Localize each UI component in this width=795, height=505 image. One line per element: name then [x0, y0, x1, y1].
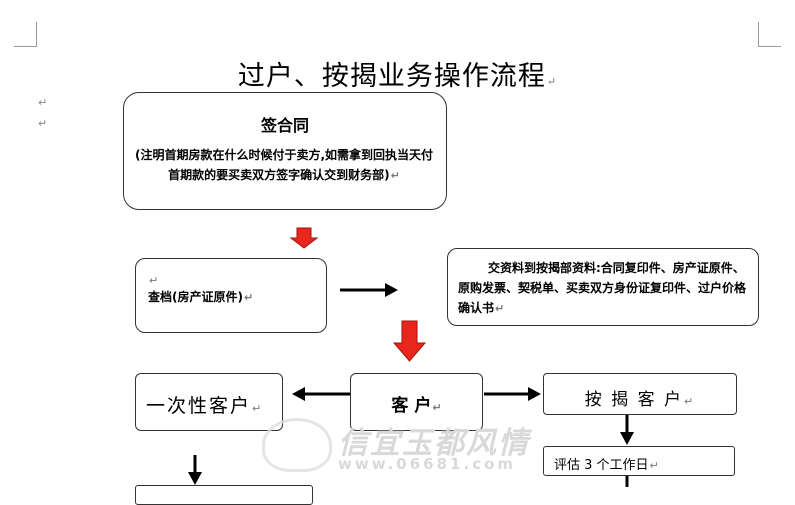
down-arrow — [188, 455, 202, 485]
red-down-arrow — [392, 320, 427, 362]
sign-contract-heading: 签合同 — [260, 116, 309, 135]
customer-box: 客 户↵ — [350, 373, 483, 431]
mortgage-customer-box: 按 揭 客 户↵ — [543, 373, 737, 415]
sign-contract-note: (注明首期房款在什么时候付于卖方,如需拿到回执当天付首期款的要买卖双方签字确认交… — [134, 148, 434, 182]
paragraph-mark: ↵ — [38, 96, 48, 109]
right-arrow — [484, 387, 541, 401]
watermark-logo-icon — [262, 418, 332, 472]
customer-label: 客 户↵ — [391, 396, 442, 416]
down-arrow — [620, 415, 634, 445]
watermark-text: 信宜玉都风情 — [338, 426, 530, 461]
page-title: 过户、按揭业务操作流程↵ — [237, 61, 558, 92]
flow-arrows — [188, 227, 634, 487]
appraisal-box: 评估 3 个工作日↵ — [543, 446, 735, 476]
submit-documents-box: 交资料到按揭部资料:合同复印件、房产证原件、原购发票、契税单、买卖双方身份证复印… — [447, 248, 759, 326]
one-time-customer-box: 一次性客户↵ — [135, 373, 283, 431]
crop-mark-top-left — [14, 22, 37, 47]
paragraph-mark: ↵ — [38, 117, 48, 130]
crop-mark-top-right — [758, 22, 781, 47]
next-step-box-partial — [135, 485, 313, 505]
left-arrow — [292, 387, 350, 401]
right-arrow — [340, 283, 398, 297]
check-file-box: ↵ 查档(房产证原件)↵ — [135, 258, 327, 333]
sign-contract-box: 签合同 (注明首期房款在什么时候付于卖方,如需拿到回执当天付首期款的要买卖双方签… — [123, 92, 447, 210]
mortgage-customer-label: 按 揭 客 户↵ — [584, 390, 696, 410]
red-down-arrow — [289, 227, 319, 249]
paragraph-mark: ↵ — [149, 274, 159, 287]
appraisal-label: 评估 3 个工作日↵ — [554, 458, 659, 473]
one-time-customer-label: 一次性客户↵ — [146, 395, 264, 417]
check-file-label: 查档(房产证原件)↵ — [148, 290, 254, 304]
submit-documents-text: 交资料到按揭部资料:合同复印件、房产证原件、原购发票、契税单、买卖双方身份证复印… — [458, 261, 747, 315]
watermark-url: www.06681.com — [338, 455, 517, 473]
